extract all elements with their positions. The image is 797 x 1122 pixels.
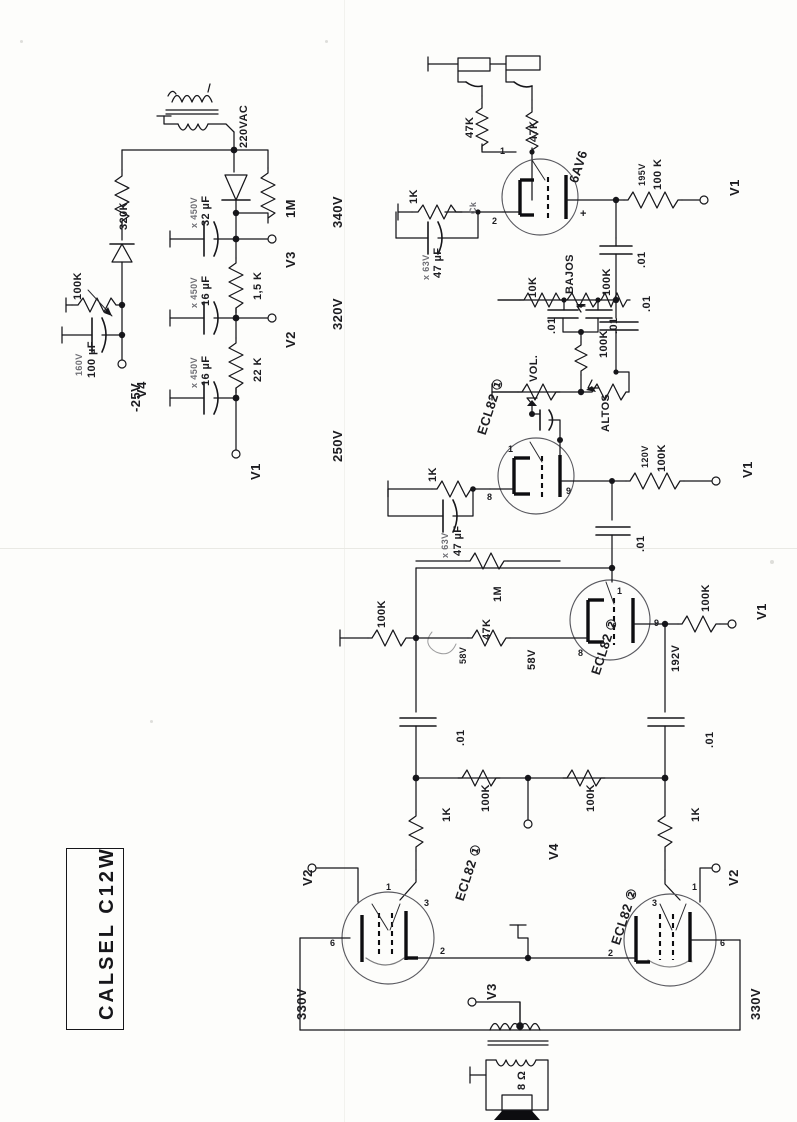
tube-ecl82-2-pentode — [624, 894, 716, 986]
tube-ecl82-1-pentode — [342, 892, 434, 984]
capacitor-47uf-6av6 — [396, 212, 478, 254]
capacitor-100uf — [62, 318, 122, 352]
resistor-1k5 — [229, 239, 243, 318]
capacitor-01-bass-right — [581, 300, 612, 332]
input-jack-2 — [490, 56, 540, 100]
capacitor-47uf-ecl82-1 — [388, 489, 473, 532]
capacitor-01-bass-left — [548, 300, 581, 332]
resistor-1k-ecl82-1 — [388, 481, 490, 497]
capacitor-32uf — [170, 222, 236, 256]
resistor-47k-pi-cathode — [416, 630, 588, 646]
resistor-100k-tone — [598, 293, 630, 307]
pot-altos — [581, 372, 629, 400]
input-jack-1 — [428, 57, 490, 96]
resistor-100k-out-right — [563, 770, 605, 786]
resistor-100k-vol-feed — [575, 332, 587, 392]
title-block-text: CALSEL C12W — [96, 846, 118, 1020]
capacitor-01-pi-out-right — [648, 624, 684, 778]
capacitor-01-tone-rail — [600, 300, 638, 372]
output-transformer — [470, 1022, 548, 1110]
tube-ecl82-2-triode — [570, 580, 650, 660]
resistor-1k-out-left — [400, 778, 423, 900]
resistor-320k — [115, 170, 129, 227]
resistor-100k-pi-anode — [665, 616, 728, 632]
resistor-1k-out-right — [658, 778, 680, 900]
capacitor-16uf-2 — [170, 382, 236, 414]
mains-transformer — [157, 84, 234, 132]
resistor-47k-input1 — [476, 96, 516, 152]
diode-left — [110, 244, 134, 262]
tube-ecl82-1-triode — [498, 438, 574, 514]
capacitor-01-pi-out-left — [400, 638, 436, 778]
resistor-1m-feedback — [416, 553, 560, 569]
capacitor-16uf-1 — [170, 302, 236, 334]
tube-6av6 — [502, 159, 578, 235]
trimpot-100k — [66, 290, 121, 316]
capacitor-vol-coupling — [532, 410, 560, 440]
resistor-100k-ecl82-1 — [612, 473, 712, 489]
resistor-100k-pi-grid — [340, 630, 416, 646]
loudspeaker — [494, 1095, 540, 1120]
capacitor-01-6av6-out — [600, 200, 632, 300]
resistor-22k — [229, 318, 243, 398]
title-block-border — [66, 848, 124, 1030]
resistor-100k-6av6 — [616, 192, 700, 208]
pot-bajos — [564, 293, 601, 312]
capacitor-01-ecl82-1-out — [596, 481, 630, 568]
resistor-1k-6av6 — [398, 204, 462, 220]
resistor-47k-input2 — [526, 100, 538, 200]
pot-vol — [492, 384, 560, 414]
resistor-1m — [236, 150, 275, 223]
rectifier-diode — [222, 175, 250, 200]
resistor-100k-out-left — [458, 770, 500, 786]
resistor-10k-tone — [498, 293, 564, 307]
